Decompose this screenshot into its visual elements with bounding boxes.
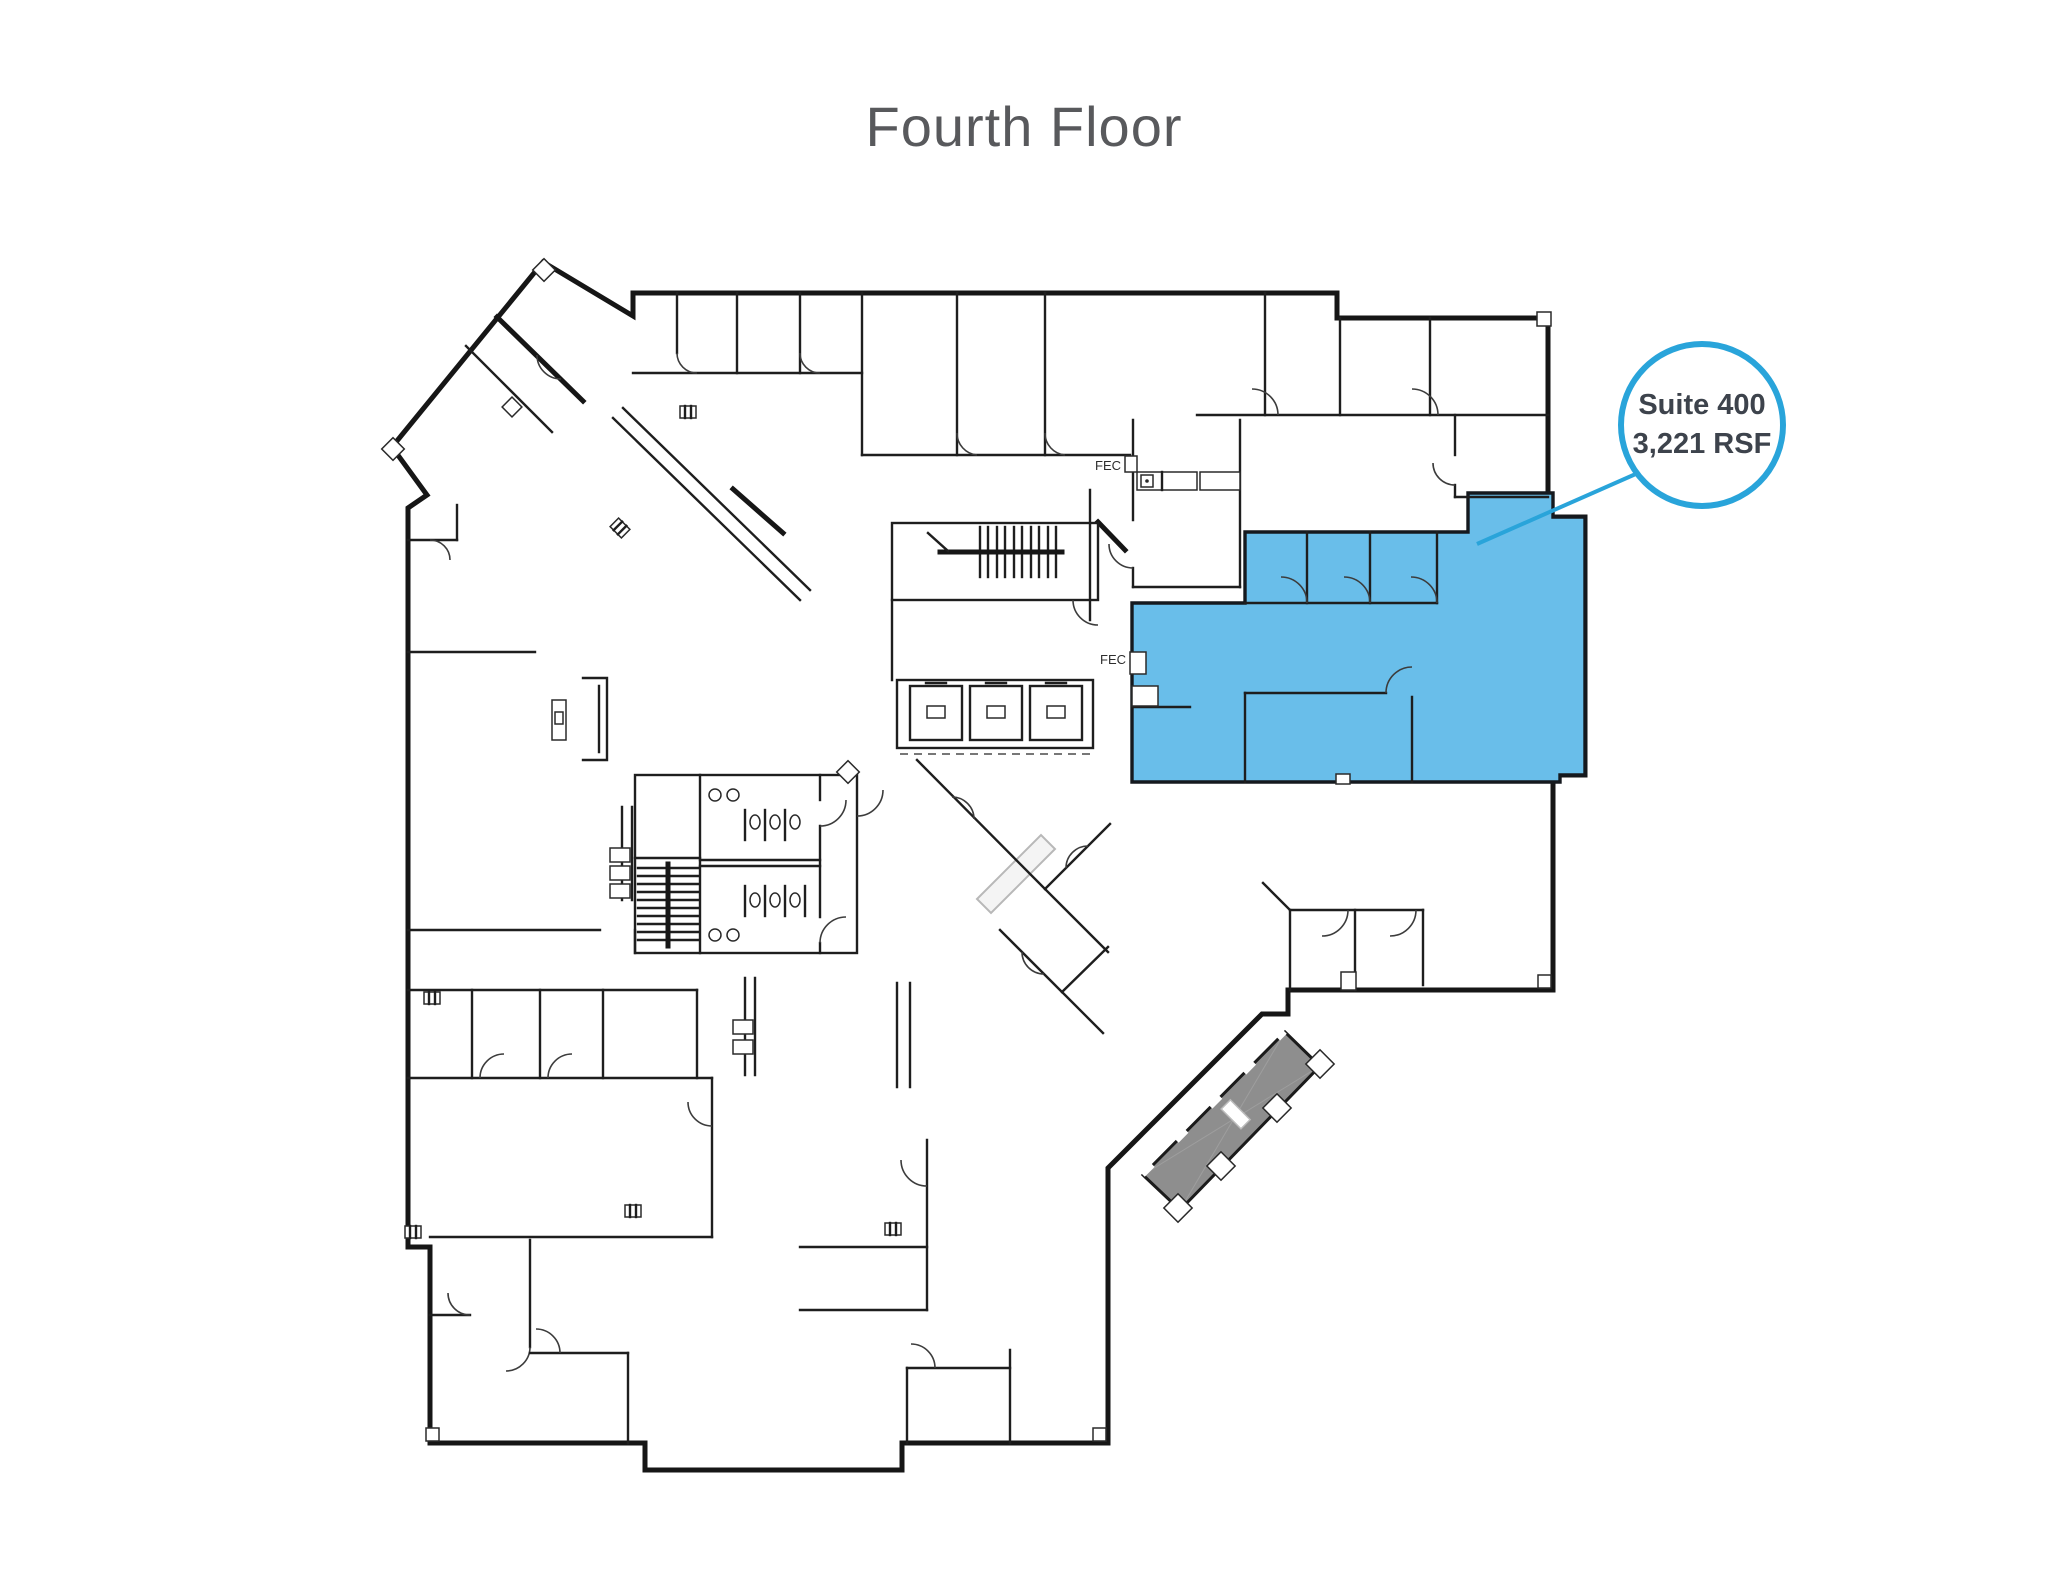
- suite-area: 3,221 RSF: [1632, 428, 1772, 460]
- skylight-opening: [975, 833, 1057, 915]
- suite-400-highlight: [1129, 491, 1587, 785]
- top-right-offices: [1195, 291, 1550, 499]
- terrace: [1140, 1029, 1336, 1224]
- restroom-core: [633, 759, 884, 955]
- left-open-office: [406, 650, 757, 1077]
- restroom-fixtures: [708, 788, 807, 942]
- bottom-middle-rooms: [798, 981, 1012, 1445]
- northwest-wing: [406, 313, 587, 561]
- main-stairwell: [890, 521, 1100, 626]
- terrace-column: [1162, 1192, 1194, 1224]
- fec-label-lower: FEC: [1100, 652, 1126, 667]
- building-exterior-walls: [388, 258, 1588, 1473]
- top-band-offices: [631, 291, 1132, 457]
- rooms-below-suite: [1261, 881, 1425, 992]
- suite-callout: Suite 400 3,221 RSF: [1618, 341, 1786, 509]
- column-markers: [380, 257, 1552, 1442]
- fec-label-upper: FEC: [1095, 458, 1121, 473]
- callout-leader-line: [1476, 471, 1639, 546]
- page-title: Fourth Floor: [865, 95, 1183, 158]
- terrace-column: [1205, 1150, 1237, 1182]
- secondary-stairwell: [636, 861, 700, 949]
- elevator-bank: [890, 598, 1095, 755]
- terrace-label-box: [1220, 1098, 1252, 1130]
- lower-left-offices: [406, 988, 714, 1445]
- terrace-column: [1304, 1048, 1336, 1080]
- terrace-column: [1261, 1092, 1293, 1124]
- suite-name: Suite 400: [1638, 389, 1766, 421]
- kitchenette-room: FEC: [1088, 418, 1242, 622]
- diagonal-corridor: [611, 406, 812, 602]
- central-angled-rooms: [915, 758, 1112, 1035]
